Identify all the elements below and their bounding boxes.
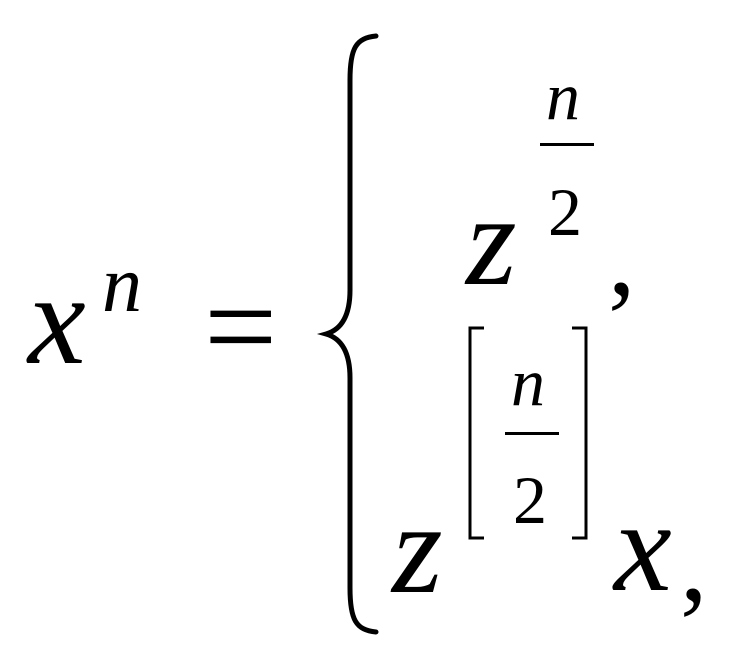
case2-comma: , — [680, 502, 708, 624]
case1-exponent-numerator: n — [546, 58, 580, 134]
lhs-base: x — [28, 248, 86, 392]
case1-base: z — [466, 169, 517, 313]
case2-exponent-denominator: 2 — [513, 462, 547, 538]
case1-comma: , — [608, 196, 636, 318]
lhs-exponent: n — [102, 241, 142, 329]
case2-factor: x — [614, 475, 672, 619]
case1-exponent-denominator: 2 — [548, 174, 582, 250]
case2-fraction-bar — [505, 432, 559, 435]
case2-base: z — [392, 477, 443, 621]
equals-sign: = — [204, 255, 278, 399]
case1-fraction-bar — [540, 143, 594, 146]
case2-exponent-numerator: n — [511, 344, 545, 420]
